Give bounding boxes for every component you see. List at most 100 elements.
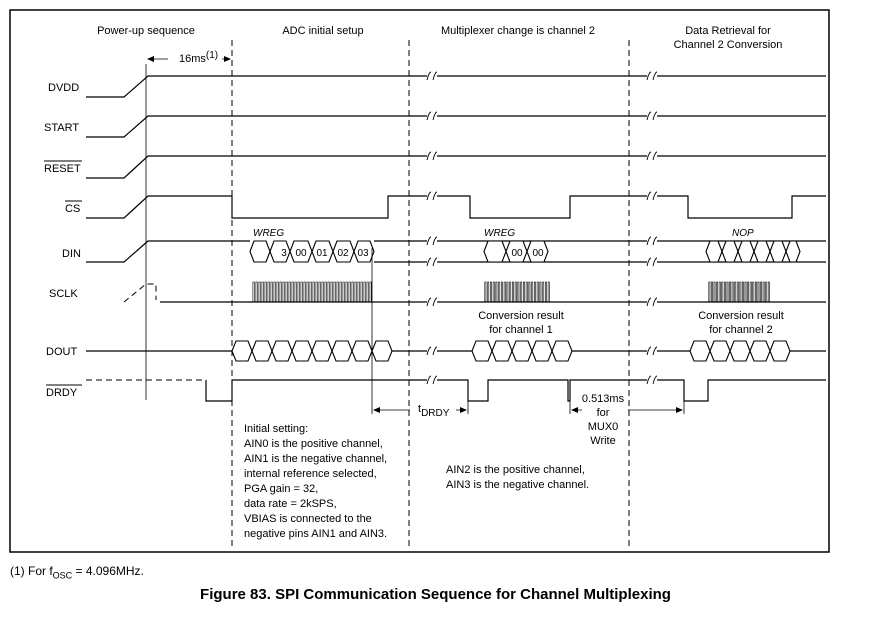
sclk-pulse xyxy=(348,281,351,303)
sclk-pulse xyxy=(297,281,300,303)
mux-time-label: 0.513ms xyxy=(582,393,625,405)
sclk-pulse xyxy=(282,281,285,303)
sclk-pulse xyxy=(713,281,716,303)
sclk-pulse xyxy=(366,281,369,303)
dout-byte-cell xyxy=(251,340,273,362)
sclk-pulse xyxy=(533,281,536,303)
mux-arrow-head-right xyxy=(676,407,683,413)
mux-reg-label: MUX0 xyxy=(588,421,619,433)
break-mark xyxy=(426,71,438,81)
sclk-pulse xyxy=(369,281,372,303)
signal-label-din: DIN xyxy=(62,248,81,260)
break-mark xyxy=(426,111,438,121)
break-mark xyxy=(646,375,658,385)
din-waveform-start xyxy=(86,240,250,263)
sclk-pulse xyxy=(723,281,726,303)
break-gap xyxy=(647,111,657,121)
sclk-pulse xyxy=(279,281,282,303)
reset-waveform xyxy=(86,155,826,179)
note-line: AIN1 is the negative channel, xyxy=(244,453,387,465)
sclk-pulse xyxy=(498,281,501,303)
note-line: Initial setting: xyxy=(244,423,308,435)
break-mark xyxy=(426,375,438,385)
signal-label-reset: RESET xyxy=(44,163,81,175)
break-gap xyxy=(647,191,657,201)
break-gap xyxy=(427,236,437,246)
sclk-pulse xyxy=(716,281,719,303)
footnote: (1) For fOSC = 4.096MHz. xyxy=(10,564,144,581)
break-mark xyxy=(426,236,438,246)
dout-bus xyxy=(86,340,826,362)
sclk-pulse xyxy=(525,281,528,303)
din-byte-label: 3 xyxy=(281,248,287,259)
break-mark xyxy=(426,297,438,307)
sclk-pulse xyxy=(520,281,523,303)
break-gap xyxy=(427,151,437,161)
note-line: PGA gain = 32, xyxy=(244,483,318,495)
sclk-pulse xyxy=(258,281,261,303)
note-line: AIN3 is the negative channel. xyxy=(446,479,589,491)
dout-result1-label-2: for channel 1 xyxy=(489,324,553,336)
sclk-pulse xyxy=(484,281,487,303)
break-gap xyxy=(647,71,657,81)
phase-adc-setup-label: ADC initial setup xyxy=(282,25,363,37)
sclk-pulse xyxy=(539,281,542,303)
sclk-pulse xyxy=(492,281,495,303)
break-gap xyxy=(647,375,657,385)
din-cmd-wreg-1: WREG xyxy=(253,228,284,239)
break-gap xyxy=(427,111,437,121)
sclk-pulse xyxy=(542,281,545,303)
drdy-waveform xyxy=(205,379,826,402)
sclk-pulse xyxy=(315,281,318,303)
signal-label-sclk: SCLK xyxy=(49,288,78,300)
sclk-pulse xyxy=(363,281,366,303)
sclk-pulse xyxy=(757,281,760,303)
dout-byte-cell xyxy=(749,340,771,362)
din-byte-label: 01 xyxy=(316,248,328,259)
break-gap xyxy=(427,346,437,356)
dout-byte-cell xyxy=(271,340,293,362)
din-byte-cell xyxy=(705,240,723,263)
din-bus xyxy=(249,240,826,263)
sclk-pulse xyxy=(487,281,490,303)
sclk-pulse xyxy=(327,281,330,303)
din-byte-cell xyxy=(526,240,549,263)
note-line: AIN0 is the positive channel, xyxy=(244,438,383,450)
sclk-pulse xyxy=(503,281,506,303)
break-mark xyxy=(646,71,658,81)
sclk-pulse xyxy=(736,281,739,303)
sclk-pulse xyxy=(288,281,291,303)
sclk-pulse xyxy=(276,281,279,303)
sclk-pulse xyxy=(536,281,539,303)
break-gap xyxy=(647,346,657,356)
note-line: internal reference selected, xyxy=(244,468,377,480)
sclk-pulse xyxy=(744,281,747,303)
sclk-pulse xyxy=(742,281,744,303)
break-gap xyxy=(647,257,657,267)
din-byte-label: 00 xyxy=(295,248,307,259)
break-gap xyxy=(427,375,437,385)
sclk-pulse xyxy=(261,281,264,303)
tdrdy-arrow-head-right xyxy=(460,407,467,413)
sclk-pulse xyxy=(273,281,276,303)
din-byte-cell xyxy=(753,240,771,263)
sclk-pulse xyxy=(285,281,288,303)
dout-byte-cell xyxy=(709,340,731,362)
sclk-pulse xyxy=(255,281,258,303)
sclk-pulse xyxy=(291,281,294,303)
sclk-pulse xyxy=(726,281,729,303)
din-byte-label: 03 xyxy=(357,248,369,259)
sclk-pulse xyxy=(747,281,750,303)
sclk-bursts xyxy=(160,281,826,303)
din-byte-label: 00 xyxy=(511,248,523,259)
sclk-pulse xyxy=(721,281,724,303)
sclk-dashed-startup xyxy=(123,283,157,303)
sclk-pulse xyxy=(324,281,327,303)
break-mark xyxy=(646,297,658,307)
din-byte-cell xyxy=(269,240,291,263)
break-mark xyxy=(646,191,658,201)
dout-byte-cell xyxy=(769,340,791,362)
dout-byte-cell xyxy=(531,340,553,362)
dout-result1-label-1: Conversion result xyxy=(478,310,564,322)
sclk-pulse xyxy=(754,281,757,303)
